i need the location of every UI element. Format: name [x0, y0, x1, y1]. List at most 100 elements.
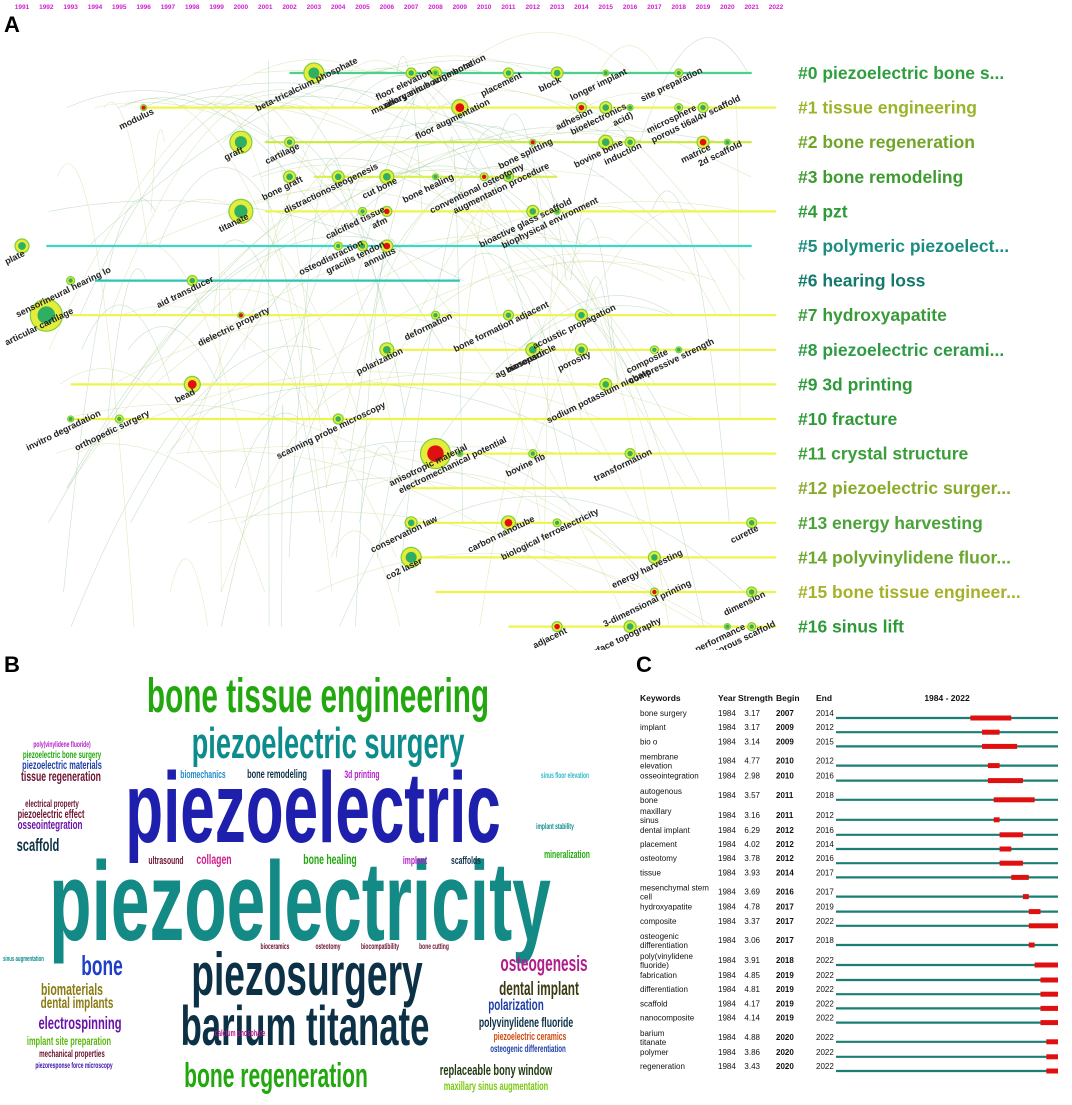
row-keyword-line: cell — [640, 893, 652, 902]
keyword-label: porosity — [556, 349, 592, 374]
keyword-label: plate — [3, 248, 26, 266]
cloud-word: bone tissue engineering — [147, 670, 489, 723]
burst-segment — [1022, 894, 1029, 900]
citation-arc — [256, 261, 716, 420]
year-tick: 2005 — [355, 4, 370, 11]
citation-arc — [330, 530, 401, 627]
row-year: 1984 — [718, 709, 736, 718]
row-begin: 2011 — [776, 791, 794, 800]
citation-arc — [48, 200, 464, 281]
cloud-word: implant stability — [536, 823, 574, 831]
burst-segment — [1028, 923, 1058, 929]
row-begin: 2017 — [776, 936, 794, 945]
row-year: 1984 — [718, 1048, 736, 1057]
keyword-node-core — [427, 445, 444, 462]
burst-segment — [1046, 1039, 1058, 1045]
cluster-label: #4 pzt — [798, 201, 848, 221]
citation-arc — [241, 477, 460, 524]
row-keyword-line: sinus — [640, 816, 659, 825]
citation-arc — [127, 326, 219, 385]
keyword-node-core — [651, 554, 658, 561]
keyword-node-core — [382, 172, 391, 181]
cluster-label: #0 piezoelectric bone s... — [798, 63, 1004, 83]
row-keyword-line: mesenchymal stem — [640, 884, 709, 893]
burst-segment — [1046, 1054, 1058, 1060]
row-begin: 2012 — [776, 854, 794, 863]
row-begin: 2018 — [776, 956, 794, 965]
row-begin: 2019 — [776, 1014, 794, 1023]
citation-arc — [351, 75, 520, 247]
burst-segment — [993, 817, 1000, 823]
cluster-label: #16 sinus lift — [798, 617, 904, 637]
cloud-word: electrospinning — [38, 1013, 121, 1033]
keyword-node-core — [699, 138, 707, 146]
cloud-word: implant — [403, 854, 427, 866]
keyword-node-core — [700, 104, 706, 111]
year-tick: 2009 — [453, 4, 468, 11]
row-year: 1984 — [718, 956, 736, 965]
cloud-word: sinus augmentation — [3, 956, 44, 963]
row-strength: 4.17 — [744, 999, 760, 1008]
keyword-node-core — [676, 70, 681, 76]
citation-arc — [81, 304, 171, 385]
keyword-node-core — [627, 450, 633, 457]
row-end: 2012 — [816, 811, 834, 820]
burst-segment — [987, 763, 1000, 769]
cloud-word: sinus floor elevation — [541, 772, 589, 780]
citation-arc — [575, 218, 618, 385]
keyword-node-core — [676, 105, 681, 110]
year-tick: 2012 — [526, 4, 541, 11]
citation-arcs — [48, 32, 751, 627]
citation-arc — [246, 106, 328, 489]
cloud-word: osseointegration — [18, 818, 83, 832]
cluster-label: #12 piezoelectric surger... — [798, 478, 1011, 498]
citation-arc — [393, 165, 564, 247]
row-year: 1984 — [718, 854, 736, 863]
row-end: 2017 — [816, 868, 834, 877]
keyword-node-core — [433, 313, 438, 318]
year-tick: 1991 — [15, 4, 30, 11]
keyword-label-group: biological ferroelectricity — [499, 506, 600, 562]
keyword-label: distractionosteogenesis — [282, 161, 379, 215]
citation-arc — [222, 239, 321, 523]
keyword-node-core — [725, 624, 730, 629]
keyword-node-core — [652, 347, 657, 352]
row-end: 2016 — [816, 772, 834, 781]
cloud-word: bone — [81, 950, 122, 981]
citation-arc — [479, 236, 622, 627]
row-keyword: tissue — [640, 868, 661, 877]
burst-segment — [970, 715, 1012, 721]
row-year: 1984 — [718, 999, 736, 1008]
row-end: 2016 — [816, 826, 834, 835]
row-strength: 6.29 — [744, 826, 760, 835]
row-keyword: fabrication — [640, 971, 677, 980]
keyword-node-core — [601, 138, 610, 147]
citation-arc — [515, 233, 670, 627]
citation-arc — [150, 129, 165, 212]
citation-arc — [359, 445, 401, 523]
keyword-node-core — [334, 173, 342, 181]
keyword-node-core — [505, 312, 512, 318]
row-begin: 2017 — [776, 903, 794, 912]
row-strength: 2.98 — [744, 772, 760, 781]
citation-arc — [158, 167, 273, 247]
row-strength: 3.91 — [744, 956, 760, 965]
keyword-node-core — [187, 380, 197, 389]
year-tick: 1992 — [39, 4, 54, 11]
row-begin: 2020 — [776, 1033, 794, 1042]
row-year: 1984 — [718, 1033, 736, 1042]
citation-arc — [66, 90, 445, 350]
citation-arc — [220, 70, 486, 627]
row-strength: 3.86 — [744, 1048, 760, 1057]
year-tick: 1999 — [209, 4, 224, 11]
burst-segment — [982, 729, 1000, 735]
citation-arc — [55, 443, 220, 489]
row-keyword-line: osteogenic — [640, 932, 679, 941]
keyword-node-core — [286, 139, 293, 145]
row-year: 1984 — [718, 1062, 736, 1071]
keyword-label-group: adjacent — [531, 625, 568, 650]
cloud-word: osteotomy — [315, 943, 340, 951]
row-keyword-line: bone — [640, 796, 658, 805]
